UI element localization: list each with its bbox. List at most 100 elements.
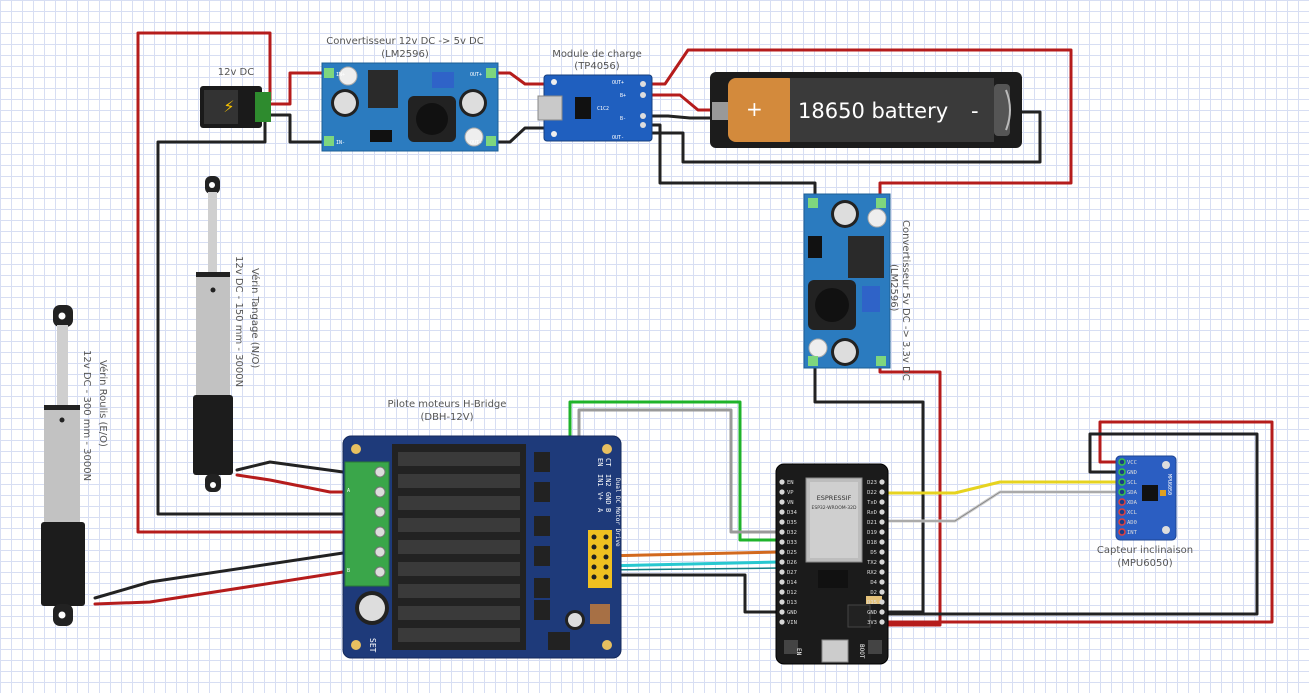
converter-12v-5v: Convertisseur 12v DC -> 5v DC (LM2596) I… bbox=[321, 36, 499, 152]
esp-pin-right-label: D22 bbox=[867, 490, 877, 496]
converter-12v-label: Convertisseur 12v DC -> 5v DC bbox=[326, 36, 484, 47]
conv12-in-plus: IN+ bbox=[336, 72, 345, 78]
mpu-pin bbox=[1118, 528, 1126, 536]
esp-pin-left bbox=[779, 559, 785, 565]
converter-5v-sub: (LM2596) bbox=[888, 264, 899, 312]
esp-pin-left-label: D27 bbox=[787, 570, 797, 576]
wire-yellow-scl bbox=[884, 480, 1124, 495]
mpu-chip-label: MPU6050 bbox=[1166, 474, 1172, 495]
esp-pin-right-label: RX2 bbox=[867, 570, 877, 576]
hb-pin-vplus: V+ bbox=[596, 492, 604, 500]
wire-black-roulis bbox=[93, 551, 345, 600]
actuator-tangage: Vérin Tangage (N/O) 12v DC - 150 mm - 30… bbox=[193, 176, 261, 492]
mpu-pin bbox=[1118, 478, 1126, 486]
esp-pin-right bbox=[879, 489, 885, 495]
battery-plus-label: + bbox=[746, 97, 763, 121]
esp-left-pins: ENVPVND34D35D32D33D25D26D27D14D12D13GNDV… bbox=[779, 479, 798, 626]
esp-pin-left bbox=[779, 549, 785, 555]
charge-module: Module de charge (TP4056) OUT+ B+ B- OUT… bbox=[537, 49, 653, 142]
esp-pin-left bbox=[779, 529, 785, 535]
wire-teal-ctrl bbox=[599, 567, 781, 571]
esp-pin-left-label: D34 bbox=[787, 510, 798, 516]
esp-pin-left-label: VN bbox=[787, 500, 794, 506]
wire-black-charge-conv5 bbox=[650, 123, 817, 200]
esp-pin-right-label: D23 bbox=[867, 480, 877, 486]
esp-pin-left-label: D14 bbox=[787, 580, 798, 586]
esp-pin-right bbox=[879, 479, 885, 485]
hb-terminal-b: B bbox=[347, 568, 350, 574]
esp-pin-left-label: D13 bbox=[787, 600, 797, 606]
esp-pin-right-label: RxD bbox=[867, 510, 877, 516]
esp-pin-left bbox=[779, 569, 785, 575]
battery: + 18650 battery - bbox=[710, 72, 1022, 148]
esp-right-pins: D23D22TxDRxDD21D19D18D5TX2RX2D4D2D15GND3… bbox=[867, 479, 885, 626]
wires bbox=[93, 31, 1274, 627]
svg-text:OUT-: OUT- bbox=[612, 135, 624, 141]
wire-red-conv5-esp bbox=[878, 363, 942, 627]
esp-boot-label: BOOT bbox=[858, 644, 865, 659]
mpu-pin-label: SDA bbox=[1127, 490, 1138, 496]
hb-terminal-a: A bbox=[347, 488, 350, 494]
conv12-in-minus: IN- bbox=[336, 140, 345, 146]
h-bridge: Pilote moteurs H-Bridge (DBH-12V) A B bbox=[342, 399, 622, 659]
wire-gray-sda-outline bbox=[885, 491, 1123, 522]
esp-pin-left-label: GND bbox=[787, 610, 797, 616]
esp-pin-left-label: D35 bbox=[787, 520, 797, 526]
hb-pin-en: EN bbox=[596, 458, 604, 466]
esp-pin-left bbox=[779, 619, 785, 625]
mpu-pin bbox=[1118, 498, 1126, 506]
esp-pin-right bbox=[879, 519, 885, 525]
esp-pin-right-label: D4 bbox=[870, 580, 877, 586]
mpu-pin bbox=[1118, 508, 1126, 516]
wire-red-charge-bat2 bbox=[650, 93, 722, 112]
esp-pin-left-label: EN bbox=[787, 480, 794, 486]
esp32-board: ESPRESSIF ESP32-WROOM-32D EN BOOT ENVPVN… bbox=[775, 463, 889, 665]
converter-12v-sub: (LM2596) bbox=[381, 49, 429, 60]
esp-pin-left bbox=[779, 519, 785, 525]
wire-red-esp-mpu bbox=[884, 420, 1274, 624]
hb-board-name: Dual DC Motor Drive bbox=[614, 478, 621, 547]
mpu-pin-label: XCL bbox=[1127, 510, 1138, 516]
esp-brand: ESPRESSIF bbox=[817, 494, 852, 502]
esp-pin-right-label: D15 bbox=[867, 600, 877, 606]
conv12-out-plus: OUT+ bbox=[470, 72, 482, 78]
tangage-sub: 12v DC - 150 mm - 3000N bbox=[233, 256, 244, 387]
esp-pin-right-label: TxD bbox=[867, 500, 877, 506]
esp-pin-left bbox=[779, 599, 785, 605]
esp-pin-left bbox=[779, 509, 785, 515]
mpu-pin-label: GND bbox=[1127, 470, 1137, 476]
mpu-pin bbox=[1118, 468, 1126, 476]
esp-pin-right-label: TX2 bbox=[867, 560, 877, 566]
tangage-label: Vérin Tangage (N/O) bbox=[249, 268, 261, 368]
hb-set-label: SET bbox=[368, 638, 377, 653]
esp-pin-left-label: D12 bbox=[787, 590, 797, 596]
esp-pin-right-label: 3V3 bbox=[867, 620, 877, 626]
wire-black-gnd-main bbox=[156, 110, 345, 516]
battery-label: 18650 battery bbox=[798, 99, 948, 123]
actuator-roulis: Vérin Roulis (E/O) 12v DC - 300 mm - 300… bbox=[41, 305, 109, 626]
esp-en-label: EN bbox=[795, 648, 802, 656]
wire-black-jack-conv bbox=[266, 113, 332, 144]
wire-black-bat-minus bbox=[650, 110, 1042, 164]
mpu-sub: (MPU6050) bbox=[1117, 558, 1172, 569]
mpu-pin-label: AD0 bbox=[1127, 520, 1137, 526]
esp-pin-right bbox=[879, 599, 885, 605]
esp-pin-right-label: D19 bbox=[867, 530, 877, 536]
wire-red-conv-charge bbox=[488, 71, 547, 86]
esp-pin-right-label: D2 bbox=[870, 590, 877, 596]
esp-pin-left-label: D32 bbox=[787, 530, 797, 536]
esp-pin-left bbox=[779, 609, 785, 615]
wire-black-charge-bat bbox=[650, 114, 722, 120]
conv12-out-minus: OUT- bbox=[470, 140, 482, 146]
dc-jack: 12v DC ⚡ bbox=[200, 67, 271, 128]
esp-pin-right bbox=[879, 539, 885, 545]
hb-pin-in2: IN2 bbox=[604, 474, 612, 487]
esp-pin-right bbox=[879, 609, 885, 615]
mpu-pin-label: VCC bbox=[1127, 460, 1137, 466]
esp-pin-left-label: VIN bbox=[787, 620, 797, 626]
hb-pin-b: B bbox=[604, 508, 612, 512]
esp-pin-left bbox=[779, 499, 785, 505]
mpu-pin-label: XDA bbox=[1127, 500, 1138, 506]
esp-pin-right bbox=[879, 559, 885, 565]
